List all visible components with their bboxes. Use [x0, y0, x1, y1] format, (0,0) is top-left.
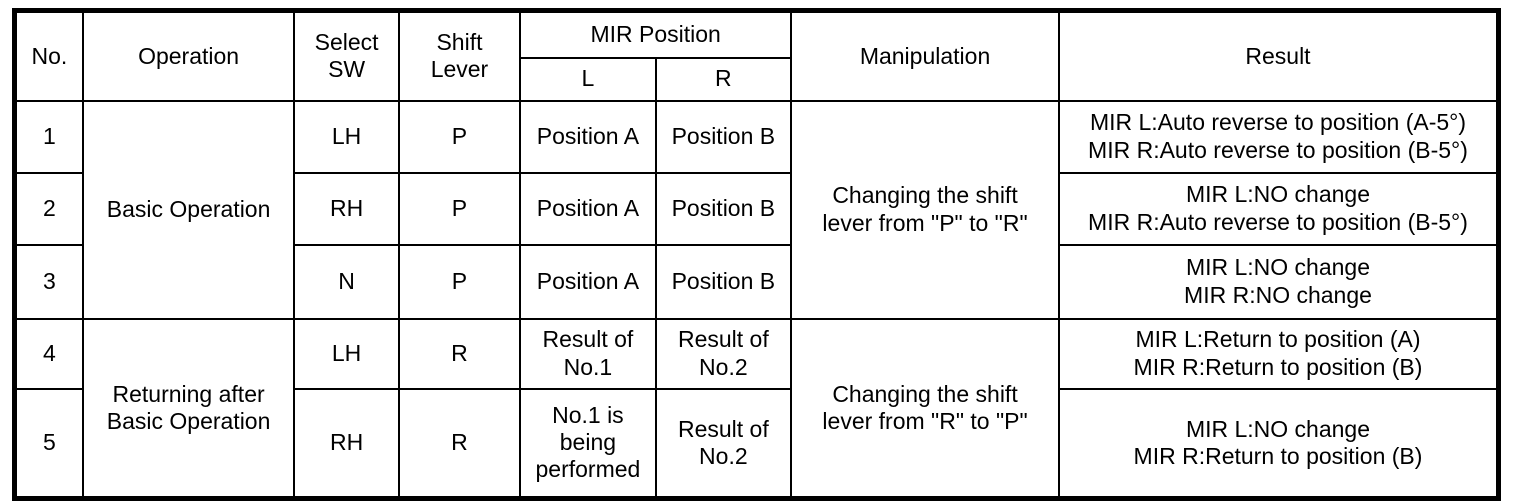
table-row: 3 N P Position A Position B MIR L:NO cha…: [13, 243, 1500, 320]
cell-select-sw: RH: [293, 171, 400, 246]
cell-mir-l: Position A: [519, 243, 657, 320]
column-header-mir-l: L: [519, 56, 657, 102]
table-container: No. Operation Select SW Shift Lever MIR …: [12, 8, 1501, 501]
cell-no: 4: [13, 317, 84, 390]
cell-shift-lever: P: [397, 171, 522, 246]
column-header-mir-r: R: [654, 56, 793, 102]
cell-shift-lever: P: [397, 243, 522, 320]
table-row: 2 RH P Position A Position B MIR L:NO ch…: [13, 171, 1500, 246]
cell-shift-lever: P: [397, 99, 522, 174]
cell-mir-r: Position B: [654, 99, 793, 174]
cell-mir-r: Position B: [654, 243, 793, 320]
cell-no: 1: [13, 99, 84, 174]
cell-result: MIR L:Return to position (A) MIR R:Retur…: [1057, 317, 1500, 390]
cell-mir-r: Position B: [654, 171, 793, 246]
cell-mir-l: Result of No.1: [519, 317, 657, 390]
column-header-select-sw: Select SW: [293, 9, 400, 102]
table-row: 5 RH R No.1 is being performed Result of…: [13, 387, 1500, 500]
column-header-no: No.: [13, 9, 84, 102]
cell-manipulation-r-to-p: Changing the shift lever from "R" to "P": [790, 317, 1060, 500]
table-header: No. Operation Select SW Shift Lever MIR …: [13, 9, 1500, 102]
cell-select-sw: LH: [293, 99, 400, 174]
column-header-manipulation: Manipulation: [790, 9, 1060, 102]
column-header-result: Result: [1057, 9, 1500, 102]
cell-no: 3: [13, 243, 84, 320]
cell-mir-l: Position A: [519, 171, 657, 246]
table-body: 1 Basic Operation LH P Position A Positi…: [13, 99, 1500, 500]
cell-operation-group-returning: Returning after Basic Operation: [81, 317, 296, 500]
cell-result: MIR L:NO change MIR R:NO change: [1057, 243, 1500, 320]
column-header-shift-lever: Shift Lever: [397, 9, 522, 102]
table-row: 1 Basic Operation LH P Position A Positi…: [13, 99, 1500, 320]
cell-mir-r: Result of No.2: [654, 387, 793, 500]
cell-result: MIR L:NO change MIR R:Return to position…: [1057, 387, 1500, 500]
cell-select-sw: N: [293, 243, 400, 320]
header-row-primary: No. Operation Select SW Shift Lever MIR …: [13, 9, 1500, 102]
cell-shift-lever: R: [397, 387, 522, 500]
column-header-operation: Operation: [81, 9, 296, 102]
cell-shift-lever: R: [397, 317, 522, 390]
cell-no: 2: [13, 171, 84, 246]
cell-manipulation-p-to-r: Changing the shift lever from "P" to "R": [790, 99, 1060, 320]
table-row: 4 Returning after Basic Operation LH R R…: [13, 317, 1500, 500]
cell-no: 5: [13, 387, 84, 500]
column-header-mir-position: MIR Position: [519, 9, 793, 59]
cell-result: MIR L:NO change MIR R:Auto reverse to po…: [1057, 171, 1500, 246]
cell-mir-l: Position A: [519, 99, 657, 174]
cell-select-sw: LH: [293, 317, 400, 390]
cell-result: MIR L:Auto reverse to position (A-5°) MI…: [1057, 99, 1500, 174]
cell-mir-l: No.1 is being performed: [519, 387, 657, 500]
cell-mir-r: Result of No.2: [654, 317, 793, 390]
cell-select-sw: RH: [293, 387, 400, 500]
cell-operation-group-basic: Basic Operation: [81, 99, 296, 320]
mir-operation-table: No. Operation Select SW Shift Lever MIR …: [12, 8, 1501, 501]
header-row-secondary: L R: [15, 56, 1499, 102]
